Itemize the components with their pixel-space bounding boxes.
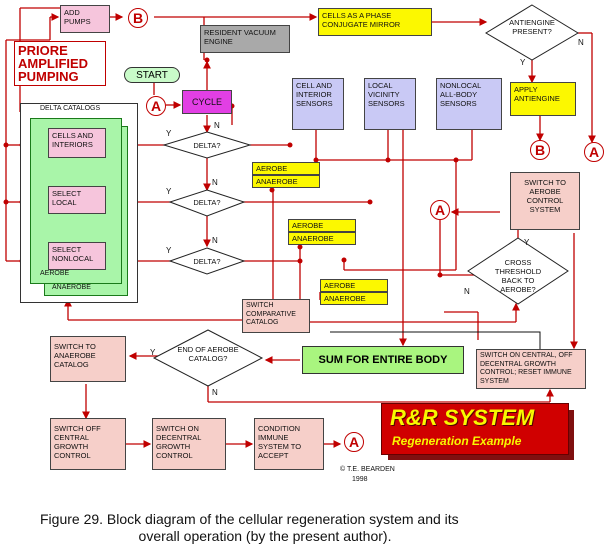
anaerobe-tag-3: ANAEROBE	[320, 292, 388, 305]
antiengine-label: ANTIENGINE PRESENT?	[509, 18, 555, 36]
credit-line-2: 1998	[352, 476, 368, 483]
start-oval: START	[124, 67, 180, 83]
local-sensors-box: LOCAL VICINITY SENSORS	[364, 78, 416, 130]
resident-vacuum-engine-box: RESIDENT VACUUM ENGINE	[200, 25, 290, 53]
rr-banner	[381, 403, 569, 455]
antiengine-diamond	[485, 4, 579, 61]
anaerobe-tag-1: ANAEROBE	[252, 175, 320, 188]
connector-b-right: B	[530, 140, 550, 160]
aerobe-stack-label: AEROBE	[40, 270, 70, 277]
antiengine-yes-label: Y	[520, 58, 526, 67]
switch-anaerobe-box: SWITCH TO ANAEROBE CATALOG	[50, 336, 126, 382]
cycle-box: CYCLE	[182, 90, 232, 114]
delta-3-label: DELTA?	[193, 257, 221, 266]
connector-a-bottom: A	[344, 432, 364, 452]
delta-diamond-3	[168, 247, 246, 275]
end-catalog-label: END OF AEROBE CATALOG?	[177, 345, 239, 363]
switch-off-central-box: SWITCH OFF CENTRAL GROWTH CONTROL	[50, 418, 126, 470]
connector-a-start: A	[146, 96, 166, 116]
aerobe-tag-2: AEROBE	[288, 219, 356, 232]
credit-line-1: © T.E. BEARDEN	[340, 466, 395, 473]
cell-sensors-box: CELL AND INTERIOR SENSORS	[292, 78, 344, 130]
delta-2-no: N	[212, 178, 218, 187]
delta-diamond-2	[168, 189, 246, 217]
priore-pumping-title: PRIORE AMPLIFIED PUMPING	[14, 41, 106, 86]
cross-threshold-diamond	[467, 237, 569, 305]
cells-interiors-box: CELLS AND INTERIORS	[48, 128, 106, 158]
cross-threshold-no: N	[464, 287, 470, 296]
delta-2-yes: Y	[166, 187, 172, 196]
delta-diamond-1	[162, 131, 252, 159]
caption-line-2: overall operation (by the present author…	[138, 528, 392, 544]
connector-b-top: B	[128, 8, 148, 28]
cross-threshold-yes: Y	[524, 238, 530, 247]
end-catalog-yes: Y	[150, 348, 156, 357]
end-catalog-no: N	[212, 388, 218, 397]
condition-immune-box: CONDITION IMMUNE SYSTEM TO ACCEPT	[254, 418, 324, 470]
select-local-box: SELECT LOCAL	[48, 186, 106, 214]
delta-3-yes: Y	[166, 246, 172, 255]
delta-1-yes: Y	[166, 129, 172, 138]
switch-on-decentral-box: SWITCH ON DECENTRAL GROWTH CONTROL	[152, 418, 226, 470]
anaerobe-tag-2: ANAEROBE	[288, 232, 356, 245]
anaerobe-stack-label: ANAEROBE	[52, 284, 91, 291]
connector-a-middle: A	[430, 200, 450, 220]
nonlocal-sensors-box: NONLOCAL ALL-BODY SENSORS	[436, 78, 502, 130]
cross-threshold-label: CROSS THRESHOLD BACK TO AEROBE?	[494, 258, 542, 294]
antiengine-no-label: N	[578, 38, 584, 47]
end-catalog-diamond	[152, 329, 264, 387]
apply-antiengine-box: APPLY ANTIENGINE	[510, 82, 576, 116]
delta-1-label: DELTA?	[193, 141, 221, 150]
banner-title: R&R SYSTEM	[390, 405, 535, 430]
select-nonlocal-box: SELECT NONLOCAL	[48, 242, 106, 270]
delta-1-no: N	[214, 121, 220, 130]
delta-2-label: DELTA?	[193, 198, 221, 207]
switch-central-box: SWITCH ON CENTRAL, OFF DECENTRAL GROWTH …	[476, 349, 586, 389]
cells-phase-conjugate-box: CELLS AS A PHASE CONJUGATE MIRROR	[318, 8, 432, 36]
delta-catalogs-label: DELTA CATALOGS	[40, 105, 101, 112]
aerobe-tag-3: AEROBE	[320, 279, 388, 292]
add-pumps-box: ADD PUMPS	[60, 5, 110, 33]
switch-aerobe-box: SWITCH TO AEROBE CONTROL SYSTEM	[510, 172, 580, 230]
banner-subtitle: Regeneration Example	[392, 434, 522, 448]
connector-a-right: A	[584, 142, 604, 162]
sum-entire-body-box: SUM FOR ENTIRE BODY	[302, 346, 464, 374]
delta-3-no: N	[212, 236, 218, 245]
aerobe-tag-1: AEROBE	[252, 162, 320, 175]
caption-line-1: Figure 29. Block diagram of the cellular…	[40, 511, 459, 527]
switch-comparative-box: SWITCH COMPARATIVE CATALOG	[242, 299, 310, 333]
